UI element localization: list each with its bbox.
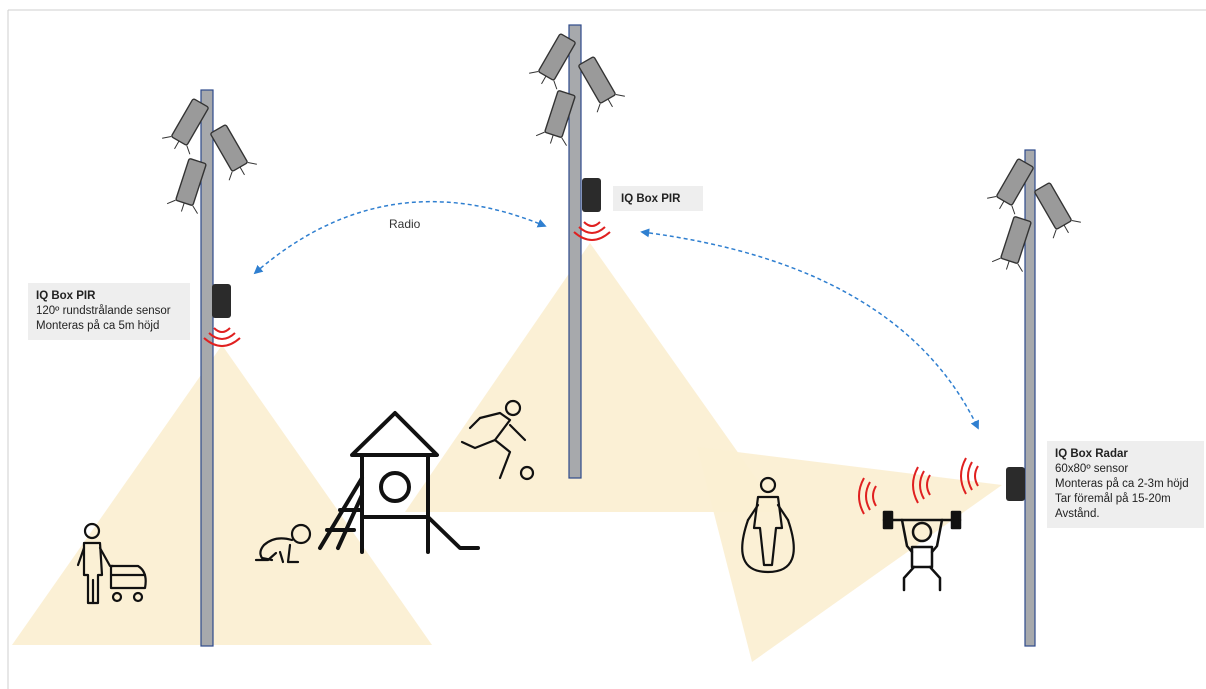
running-with-ball-icon bbox=[460, 399, 535, 481]
left-sensor-box bbox=[212, 284, 231, 318]
right-sensor-line2: Monteras på ca 2-3m höjd bbox=[1055, 478, 1189, 490]
left-sensor-line1: 120º rundstrålande sensor bbox=[36, 305, 171, 317]
left-sensor-title: IQ Box PIR bbox=[36, 290, 96, 302]
playground-slide-icon bbox=[318, 411, 480, 554]
center-sensor-title: IQ Box PIR bbox=[621, 193, 681, 205]
crawling-baby-icon bbox=[254, 523, 312, 564]
left-pole bbox=[200, 89, 214, 647]
left-sensor-label: IQ Box PIR 120º rundstrålande sensor Mon… bbox=[28, 283, 190, 340]
radar-signal-waves bbox=[858, 457, 979, 515]
radio-label: Radio bbox=[389, 217, 421, 231]
weightlifter-icon bbox=[882, 510, 962, 592]
right-sensor-line4: Avstånd. bbox=[1055, 508, 1100, 520]
lamp-head-icon bbox=[1027, 178, 1084, 242]
left-signal-waves bbox=[203, 327, 241, 347]
right-sensor-title: IQ Box Radar bbox=[1055, 448, 1128, 460]
center-detection-cone bbox=[405, 243, 780, 512]
center-pole bbox=[568, 24, 582, 479]
right-detection-cone bbox=[697, 447, 1002, 662]
radio-link-center-right bbox=[640, 228, 979, 430]
radio-link-left-center bbox=[253, 200, 547, 275]
center-signal-waves bbox=[573, 221, 611, 241]
left-detection-cone bbox=[12, 345, 432, 645]
right-sensor-line3: Tar föremål på 15-20m bbox=[1055, 493, 1171, 505]
center-sensor-label: IQ Box PIR bbox=[613, 186, 703, 211]
right-pole bbox=[1024, 149, 1036, 647]
parent-with-stroller-icon bbox=[76, 522, 147, 605]
right-sensor-box bbox=[1006, 467, 1025, 501]
right-sensor-label: IQ Box Radar 60x80º sensor Monteras på c… bbox=[1047, 441, 1204, 528]
jump-rope-icon bbox=[741, 476, 795, 574]
left-sensor-line2: Monteras på ca 5m höjd bbox=[36, 320, 160, 332]
right-sensor-line1: 60x80º sensor bbox=[1055, 463, 1129, 475]
center-sensor-box bbox=[582, 178, 601, 212]
